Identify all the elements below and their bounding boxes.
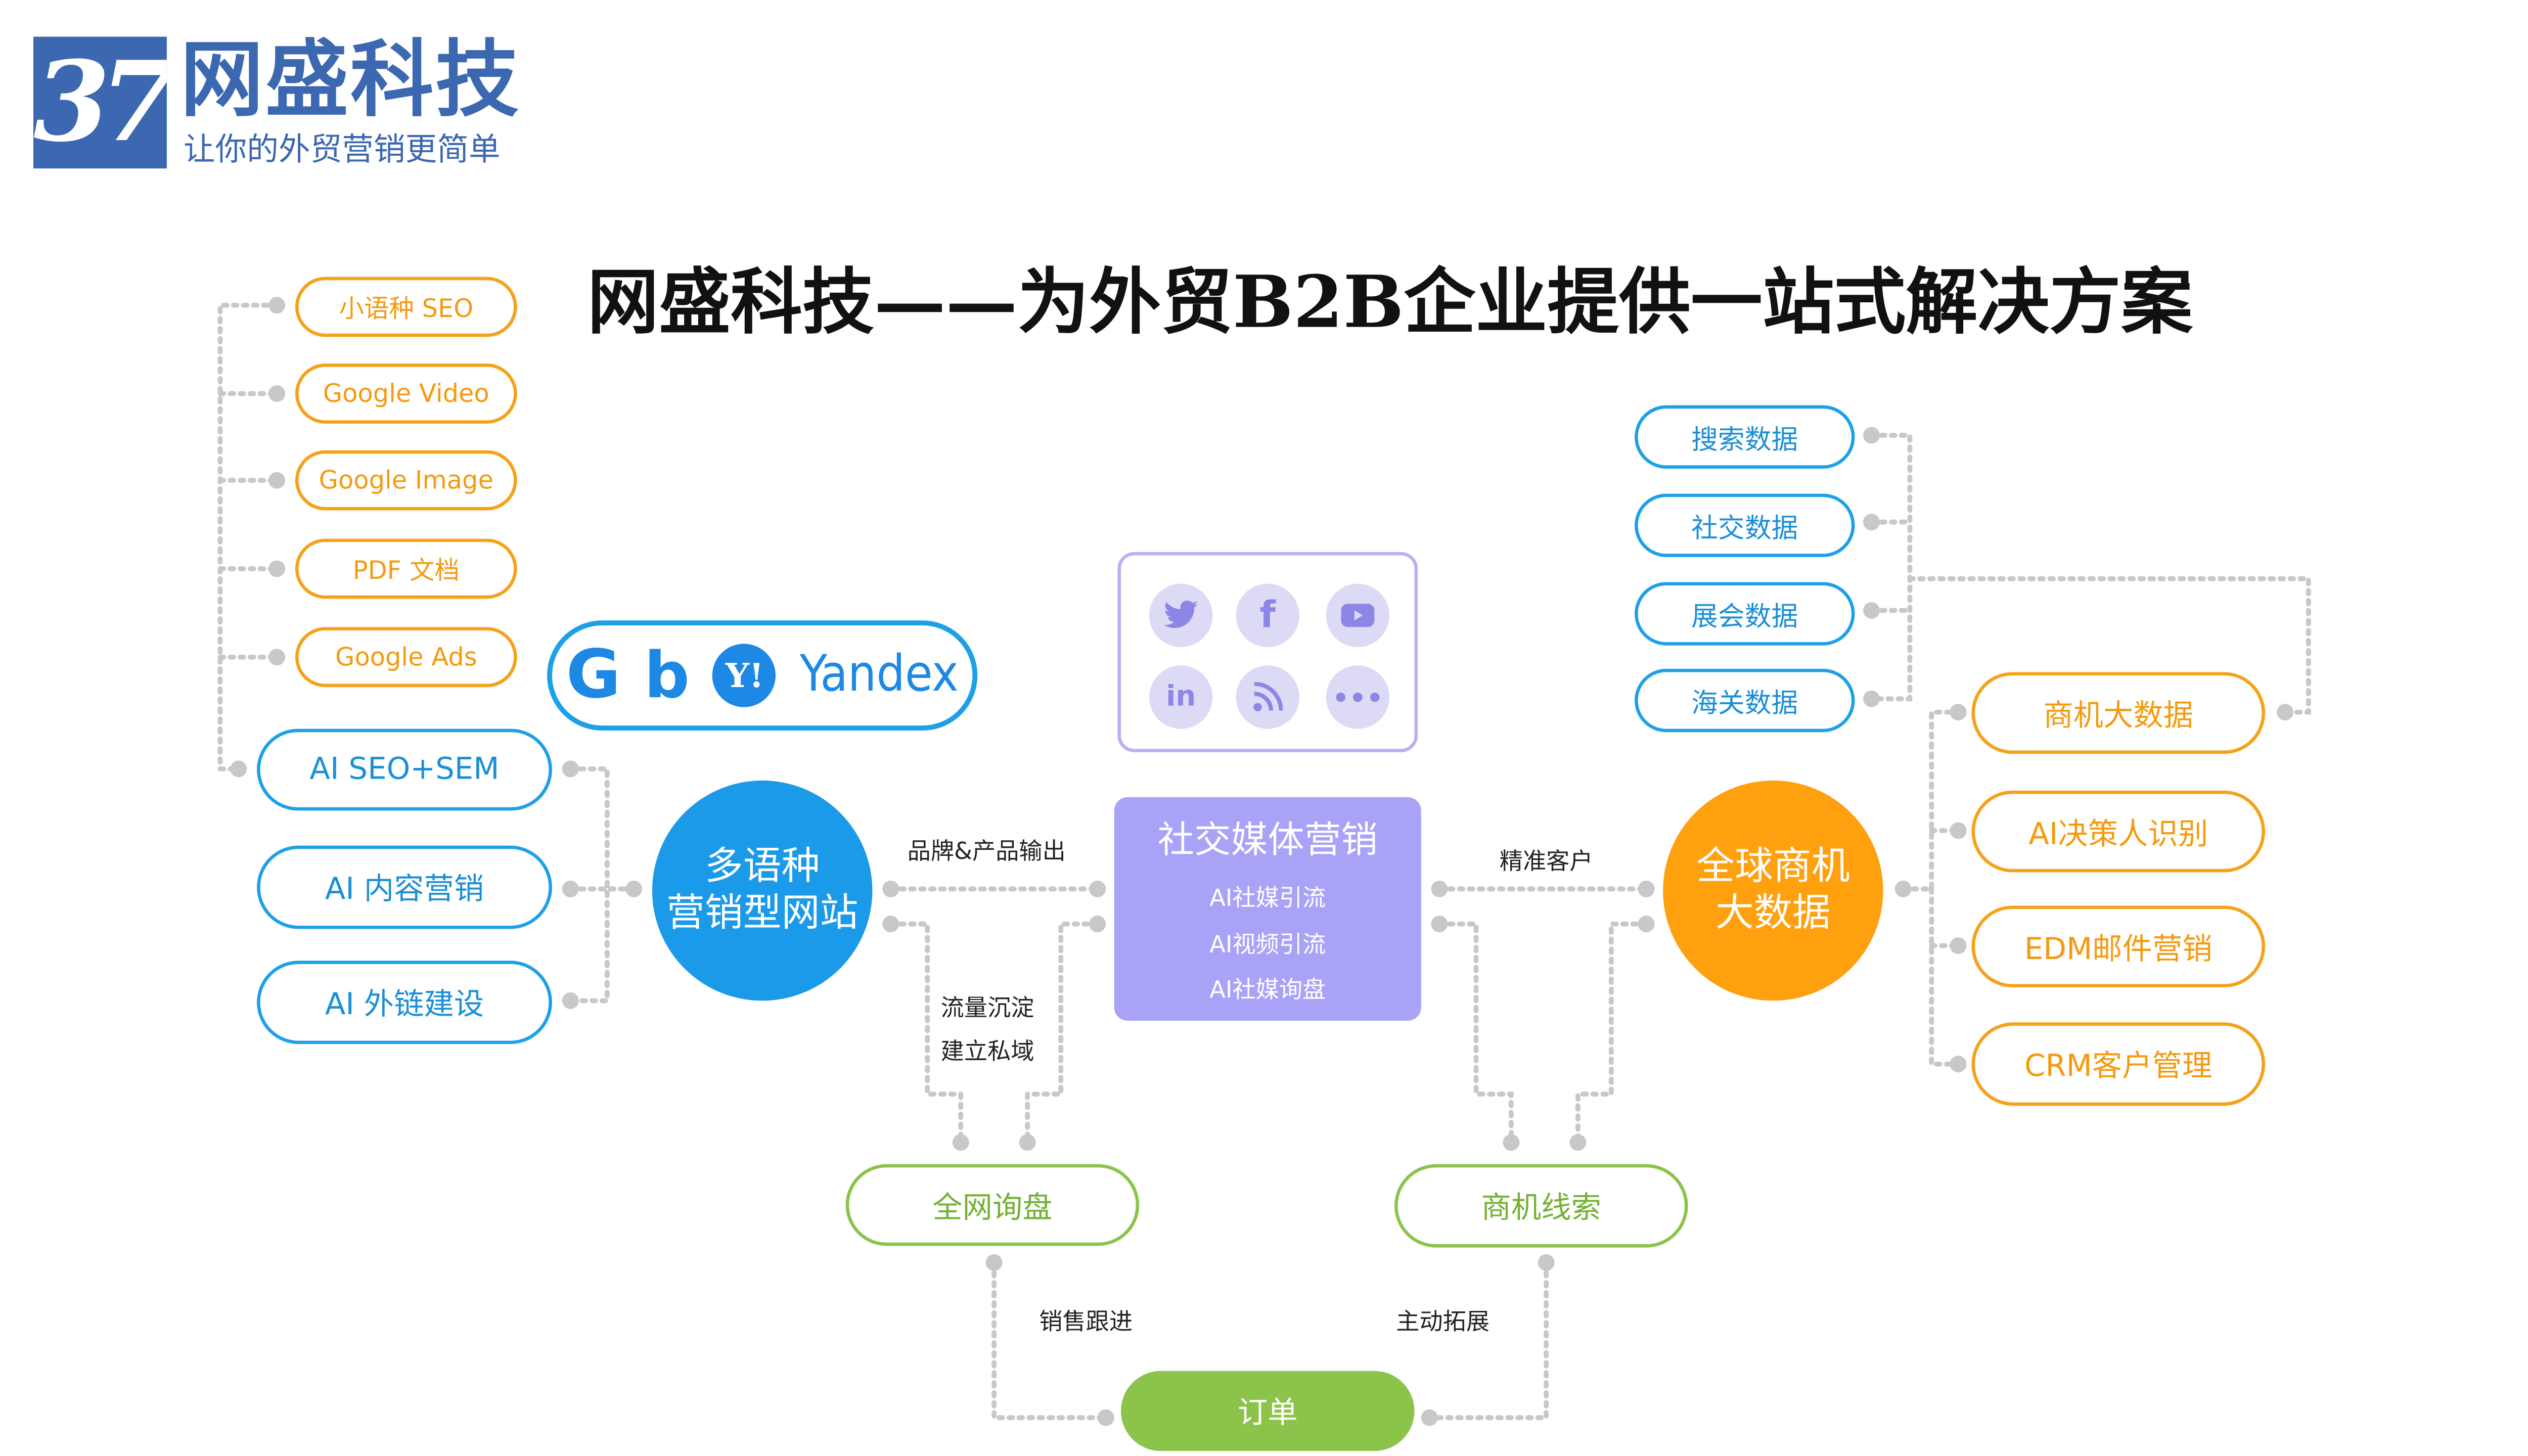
hub-right-line1: 全球商机 xyxy=(1696,845,1850,889)
label-traffic-line2: 建立私域 xyxy=(940,1039,1034,1066)
data-item-customs: 海关数据 xyxy=(1635,668,1855,733)
ai-item-seo-sem: AI SEO+SEM xyxy=(257,729,552,811)
seo-item-minor-language-seo: 小语种 SEO xyxy=(295,277,517,337)
rss-icon xyxy=(1236,665,1299,729)
label-active-expand: 主动拓展 xyxy=(1396,1309,1490,1336)
right-item-edm-email: EDM邮件营销 xyxy=(1971,905,2266,988)
facebook-icon: f xyxy=(1236,583,1299,648)
yandex-logo: Yandex xyxy=(799,645,959,704)
node-business-leads: 商机线索 xyxy=(1394,1164,1688,1248)
google-icon: G xyxy=(566,637,621,714)
hub-right-line2: 大数据 xyxy=(1716,892,1831,936)
seo-item-google-image: Google Image xyxy=(295,450,517,511)
seo-item-pdf-document: PDF 文档 xyxy=(295,538,517,599)
hub-left-line1: 多语种 xyxy=(704,845,820,889)
logo-number: 37 xyxy=(33,36,167,167)
youtube-icon xyxy=(1326,583,1390,648)
social-media-item: AI视频引流 xyxy=(1209,932,1326,959)
right-item-crm: CRM客户管理 xyxy=(1971,1022,2266,1106)
right-item-decision-maker-id: AI决策人识别 xyxy=(1971,790,2266,873)
data-item-exhibition: 展会数据 xyxy=(1635,582,1855,646)
linkedin-icon: in xyxy=(1149,665,1213,729)
page-title: 网盛科技——为外贸B2B企业提供一站式解决方案 xyxy=(587,261,2193,345)
yahoo-icon: Y! xyxy=(713,644,777,707)
label-brand-output: 品牌&产品输出 xyxy=(907,839,1066,866)
seo-item-google-ads: Google Ads xyxy=(295,627,517,688)
seo-item-google-video: Google Video xyxy=(295,363,517,424)
logo-tagline: 让你的外贸营销更简单 xyxy=(183,131,501,169)
logo-name: 网盛科技 xyxy=(180,31,521,129)
node-order: 订单 xyxy=(1120,1371,1415,1451)
social-media-item: AI社媒引流 xyxy=(1209,885,1326,913)
label-sales-follow: 销售跟进 xyxy=(1039,1309,1133,1336)
hub-multilingual-website: 多语种 营销型网站 xyxy=(652,780,873,1001)
data-item-social: 社交数据 xyxy=(1635,493,1855,557)
ai-item-backlink-building: AI 外链建设 xyxy=(257,961,552,1044)
right-item-business-big-data: 商机大数据 xyxy=(1971,672,2266,754)
social-media-item: AI社媒询盘 xyxy=(1209,977,1326,1004)
node-global-inquiry: 全网询盘 xyxy=(845,1164,1140,1246)
twitter-icon xyxy=(1149,583,1213,648)
ai-item-content-marketing: AI 内容营销 xyxy=(257,845,552,929)
label-traffic-line1: 流量沉淀 xyxy=(940,995,1034,1023)
label-precise-customers: 精准客户 xyxy=(1499,849,1593,876)
hub-left-line2: 营销型网站 xyxy=(666,892,859,936)
social-media-title: 社交媒体营销 xyxy=(1157,821,1378,862)
more-icon: ••• xyxy=(1326,665,1390,729)
search-engine-logos: G b Y! Yandex xyxy=(547,620,978,731)
social-media-marketing-box: 社交媒体营销 AI社媒引流 AI视频引流 AI社媒询盘 xyxy=(1114,797,1421,1021)
data-item-search: 搜索数据 xyxy=(1635,405,1855,469)
bing-icon: b xyxy=(644,639,690,712)
hub-global-business-data: 全球商机 大数据 xyxy=(1663,780,1883,1001)
social-platforms-panel: f in ••• xyxy=(1117,552,1418,752)
company-logo: 37 xyxy=(33,36,167,169)
